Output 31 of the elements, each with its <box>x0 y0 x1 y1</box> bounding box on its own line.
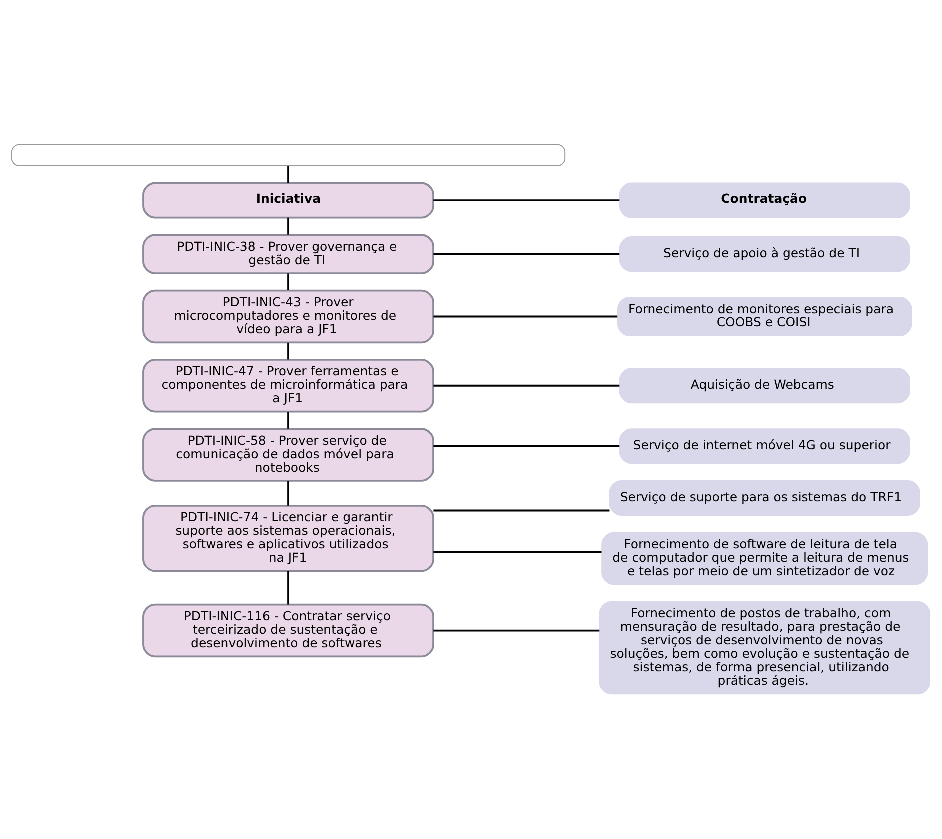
node-box: PDTI-INIC-58 - Prover serviço de comunicação de dados móvel para notebooks <box>142 428 434 482</box>
node-box: PDTI-INIC-38 - Prover governança e gestão de TI <box>142 234 434 274</box>
node-box: Iniciativa <box>142 182 434 219</box>
node-box <box>11 144 566 166</box>
connector <box>434 445 620 448</box>
connector <box>288 342 290 360</box>
connector <box>434 316 618 318</box>
connector <box>288 218 290 235</box>
node-box: Serviço de apoio à gestão de TI <box>619 236 910 272</box>
node-box: Serviço de internet móvel 4G ou superior <box>619 428 910 464</box>
connector <box>434 630 600 632</box>
node-box: Serviço de suporte para os sistemas do TRF1 <box>609 480 920 516</box>
node-box: PDTI-INIC-47 - Prover ferramentas e componentes de microinformática para a JF1 <box>142 359 434 413</box>
connector <box>288 481 290 506</box>
node-box: Aquisição de Webcams <box>619 368 910 404</box>
connector <box>288 412 290 429</box>
node-box: Fornecimento de software de leitura de tela de computador que permite a leitura de menus e telas por meio de um sintetizador de voz <box>602 532 928 586</box>
connector <box>288 571 290 605</box>
node-box: PDTI-INIC-43 - Prover microcomputadores e monitores de vídeo para a JF1 <box>142 290 434 344</box>
node-box: Fornecimento de monitores especiais para COOBS e COISI <box>617 297 912 336</box>
node-box: PDTI-INIC-116 - Contratar serviço terceirizado de sustentação e desenvolvimento de softwares <box>142 604 434 658</box>
connector <box>288 166 290 184</box>
node-box: Contratação <box>619 182 910 218</box>
connector <box>288 274 290 290</box>
node-box: Fornecimento de postos de trabalho, com mensuração de resultado, para prestação de serviços de desenvolvimento de novas soluções, bem como evolução e sustentação de sistemas, de forma presencial, utilizando práticas ágeis. <box>599 601 931 695</box>
connector <box>434 200 620 202</box>
connector <box>434 253 620 256</box>
connector <box>434 551 602 553</box>
connector <box>434 384 620 387</box>
node-box: PDTI-INIC-74 - Licenciar e garantir suporte aos sistemas operacionais, softwares e aplicativos utilizados na JF1 <box>142 504 434 572</box>
connector <box>434 510 610 512</box>
